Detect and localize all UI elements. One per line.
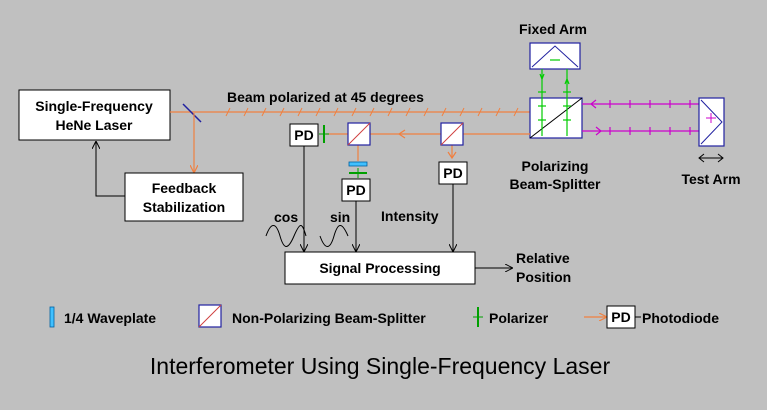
pbs-label-line1: Polarizing xyxy=(522,158,589,174)
pickoff-mirror xyxy=(182,103,202,123)
feedback-block: Feedback Stabilization xyxy=(124,172,244,222)
photodiode-intensity: PD xyxy=(438,161,468,185)
polarizer-cos xyxy=(319,125,329,143)
return-beam xyxy=(326,129,530,161)
legend-npbs: Non-Polarizing Beam-Splitter xyxy=(198,304,426,328)
svg-text:PD: PD xyxy=(611,309,630,325)
photodiode-sin: PD xyxy=(341,178,371,202)
quarter-waveplate xyxy=(348,161,368,167)
fixed-arm-label: Fixed Arm xyxy=(519,21,587,37)
test-arm-retroreflector xyxy=(698,97,725,147)
test-arm-label: Test Arm xyxy=(681,171,740,187)
beam-label: Beam polarized at 45 degrees xyxy=(227,89,424,105)
laser-box xyxy=(18,89,171,141)
output-label-line1: Relative xyxy=(516,250,570,266)
laser-block: Single-Frequency HeNe Laser xyxy=(18,89,171,141)
feedback-box xyxy=(124,172,244,222)
feedback-label-line2: Stabilization xyxy=(143,199,225,215)
feedback-label-line1: Feedback xyxy=(152,180,217,196)
legend-waveplate: 1/4 Waveplate xyxy=(49,306,156,328)
laser-label-line2: HeNe Laser xyxy=(55,117,133,133)
legend-npbs-label: Non-Polarizing Beam-Splitter xyxy=(232,310,426,326)
test-arm-beam xyxy=(582,99,713,136)
svg-text:PD: PD xyxy=(346,182,365,198)
test-arm-motion-arrow xyxy=(698,153,724,163)
npbs-quadrature xyxy=(347,122,371,146)
main-beam xyxy=(170,107,530,117)
legend-waveplate-label: 1/4 Waveplate xyxy=(64,310,156,326)
photodiode-cos: PD xyxy=(289,123,319,147)
signal-processing-box xyxy=(284,251,476,285)
svg-text:PD: PD xyxy=(443,165,462,181)
pbs-label-line2: Beam-Splitter xyxy=(509,176,601,192)
signal-processing-block: Signal Processing xyxy=(284,251,476,285)
polarizing-beam-splitter xyxy=(529,97,583,139)
polarizer-sin xyxy=(349,168,367,178)
feedback-line xyxy=(96,142,125,197)
svg-text:PD: PD xyxy=(294,127,313,143)
legend: 1/4 Waveplate Non-Polarizing Beam-Splitt… xyxy=(49,304,719,329)
polarizer-icon xyxy=(473,307,483,327)
beam-splitter-icon xyxy=(198,304,222,328)
intensity-label: Intensity xyxy=(381,208,439,224)
legend-polarizer: Polarizer xyxy=(473,307,549,327)
fixed-arm-beam xyxy=(538,59,571,136)
legend-photodiode: PD Photodiode xyxy=(584,305,719,329)
fixed-arm-retroreflector xyxy=(529,42,581,70)
legend-polarizer-label: Polarizer xyxy=(489,310,549,326)
cos-waveform xyxy=(265,225,307,247)
signal-processing-label: Signal Processing xyxy=(319,260,440,276)
sin-label: sin xyxy=(330,209,350,225)
signal-lines xyxy=(304,146,512,268)
photodiode-icon: PD xyxy=(606,305,636,329)
cos-label: cos xyxy=(274,209,298,225)
output-label-line2: Position xyxy=(516,269,571,285)
waveplate-icon xyxy=(49,306,55,328)
legend-photodiode-label: Photodiode xyxy=(642,310,719,326)
diagram-title: Interferometer Using Single-Frequency La… xyxy=(150,353,611,379)
npbs-intensity xyxy=(440,122,464,146)
sin-waveform xyxy=(319,225,349,247)
laser-label-line1: Single-Frequency xyxy=(35,98,153,114)
